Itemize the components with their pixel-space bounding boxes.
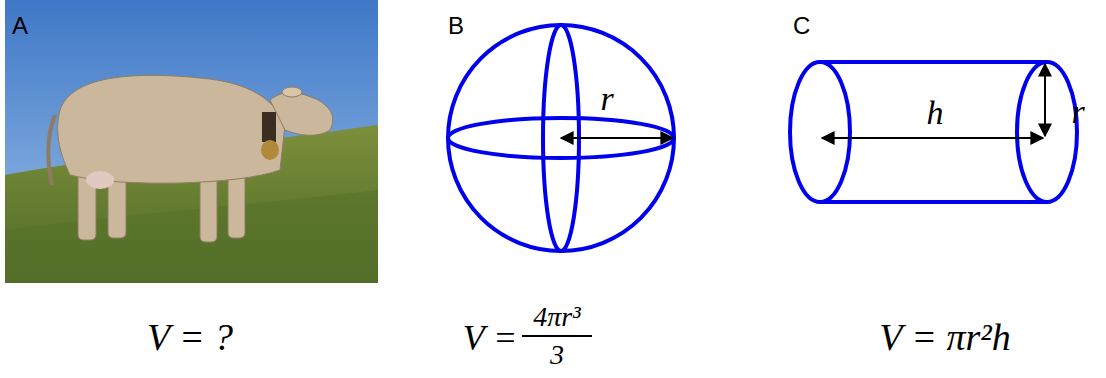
volume-formula: V = πr²h [879, 318, 1010, 356]
panel-letter: C [793, 14, 810, 38]
radius-label: r [1071, 95, 1084, 129]
cow-photo [5, 0, 378, 283]
volume-formula: V = ? [147, 318, 233, 356]
radius-label: r [600, 82, 613, 116]
panel-letter: B [448, 14, 464, 38]
sphere-figure [448, 25, 674, 251]
fraction-bar [522, 335, 592, 337]
radius-arrow [561, 137, 673, 139]
height-label: h [927, 96, 944, 130]
volume-formula: V = [463, 320, 518, 356]
radius-arrow [1044, 64, 1046, 136]
height-arrow [822, 137, 1043, 139]
panel-letter: A [12, 14, 28, 38]
fraction-numerator: 4πr³ [533, 303, 580, 331]
cylinder-figure [790, 62, 1077, 202]
fraction-denominator: 3 [550, 341, 564, 369]
